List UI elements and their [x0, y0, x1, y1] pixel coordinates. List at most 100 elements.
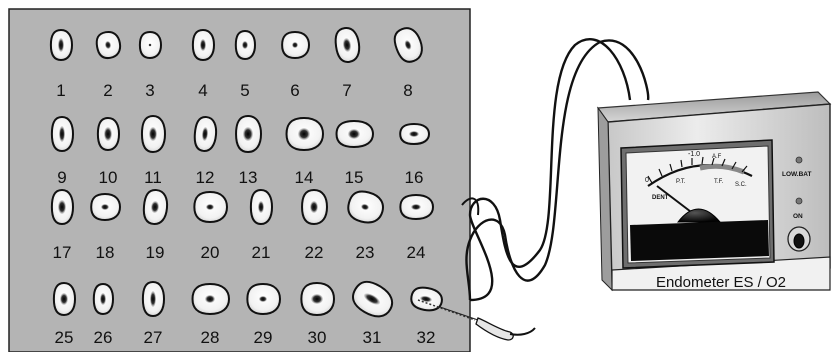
tooth-number: 13 [239, 168, 258, 187]
tooth [249, 188, 274, 226]
tooth-number: 23 [356, 243, 375, 262]
tooth-number: 18 [96, 243, 115, 262]
tooth-number: 12 [196, 168, 215, 187]
root-canal [258, 201, 264, 213]
scale-zero: 0 [645, 177, 649, 184]
lip-clip-cable [465, 39, 650, 301]
root-canal [259, 296, 267, 302]
tooth-number: 5 [240, 81, 249, 100]
tooth [191, 282, 231, 316]
scale-af: A.F [712, 154, 722, 160]
tooth [90, 192, 122, 222]
tooth-number: 3 [145, 81, 154, 100]
power-toggle-lever[interactable] [793, 233, 805, 249]
tooth-number: 31 [363, 328, 382, 347]
tooth-number: 2 [103, 81, 112, 100]
digital-display [630, 220, 769, 261]
tooth [50, 188, 75, 226]
tooth-number: 28 [201, 328, 220, 347]
tooth-number: 7 [342, 81, 351, 100]
scale-sc: S.C. [735, 182, 747, 188]
root-canal [205, 295, 215, 303]
tooth [193, 116, 218, 152]
tooth-number: 30 [308, 328, 327, 347]
file-probe [417, 299, 536, 341]
on-label: ON [793, 213, 803, 220]
tooth-number: 25 [55, 328, 74, 347]
tooth-number: 14 [295, 168, 314, 187]
root-canal [60, 293, 68, 305]
tooth-number: 10 [99, 168, 118, 187]
tooth-number: 32 [417, 328, 436, 347]
tooth [142, 189, 169, 225]
root-canal [342, 38, 352, 52]
probe-cable [468, 38, 632, 302]
tooth [234, 29, 257, 61]
teeth-board [8, 8, 471, 352]
scale-top: -1.0 [688, 151, 700, 158]
root-canal [148, 43, 152, 47]
tooth-number: 20 [201, 243, 220, 262]
tooth [410, 286, 443, 312]
root-canal [409, 131, 419, 137]
root-canal [363, 293, 381, 305]
tooth [285, 116, 325, 152]
low-bat-led [795, 156, 803, 164]
root-canal [242, 41, 248, 49]
tooth-number: 19 [146, 243, 165, 262]
tooth [301, 188, 329, 226]
tooth [141, 280, 166, 318]
root-canal [420, 295, 432, 303]
scale-dent: DENT [652, 195, 669, 201]
root-canal [411, 204, 421, 210]
tooth [347, 190, 384, 224]
device-name: Endometer ES / O2 [656, 274, 786, 291]
root-canal [100, 293, 106, 305]
tooth [140, 114, 167, 154]
tooth [334, 27, 361, 63]
tooth-number: 22 [305, 243, 324, 262]
tooth-number: 29 [254, 328, 273, 347]
root-canal [348, 129, 360, 139]
root-canal [310, 201, 318, 213]
root-canal [104, 127, 112, 141]
tooth [281, 30, 311, 60]
tooth-number: 26 [94, 328, 113, 347]
endometer-device [596, 91, 832, 292]
low-bat-label: LOW.BAT [782, 171, 812, 178]
root-canal [149, 127, 157, 141]
tooth [92, 282, 115, 316]
tooth-number: 4 [198, 81, 207, 100]
tooth-number: 11 [144, 168, 162, 187]
tooth [352, 280, 394, 318]
root-canal [292, 42, 298, 48]
tooth [49, 28, 74, 62]
root-canal [361, 203, 369, 211]
scale-pt: P.T. [676, 179, 686, 185]
tooth-number: 9 [57, 168, 66, 187]
root-canal [101, 204, 109, 210]
tooth [335, 119, 375, 149]
tooth [138, 30, 163, 60]
root-canal [104, 41, 112, 49]
tooth [235, 114, 263, 154]
tooth [95, 30, 122, 60]
tooth [96, 116, 121, 152]
power-led [795, 197, 803, 205]
tooth-number: 27 [144, 328, 163, 347]
tooth [393, 27, 423, 63]
root-canal [150, 201, 160, 213]
root-canal [58, 38, 64, 52]
tooth-number: 15 [345, 168, 364, 187]
tooth [50, 115, 75, 153]
tooth-number: 24 [407, 243, 426, 262]
root-canal [243, 127, 253, 141]
teeth-grid [49, 27, 443, 318]
root-canal [59, 126, 65, 142]
root-canal [206, 204, 214, 210]
root-canal [404, 40, 412, 50]
tooth [300, 281, 336, 317]
tooth [52, 281, 77, 317]
